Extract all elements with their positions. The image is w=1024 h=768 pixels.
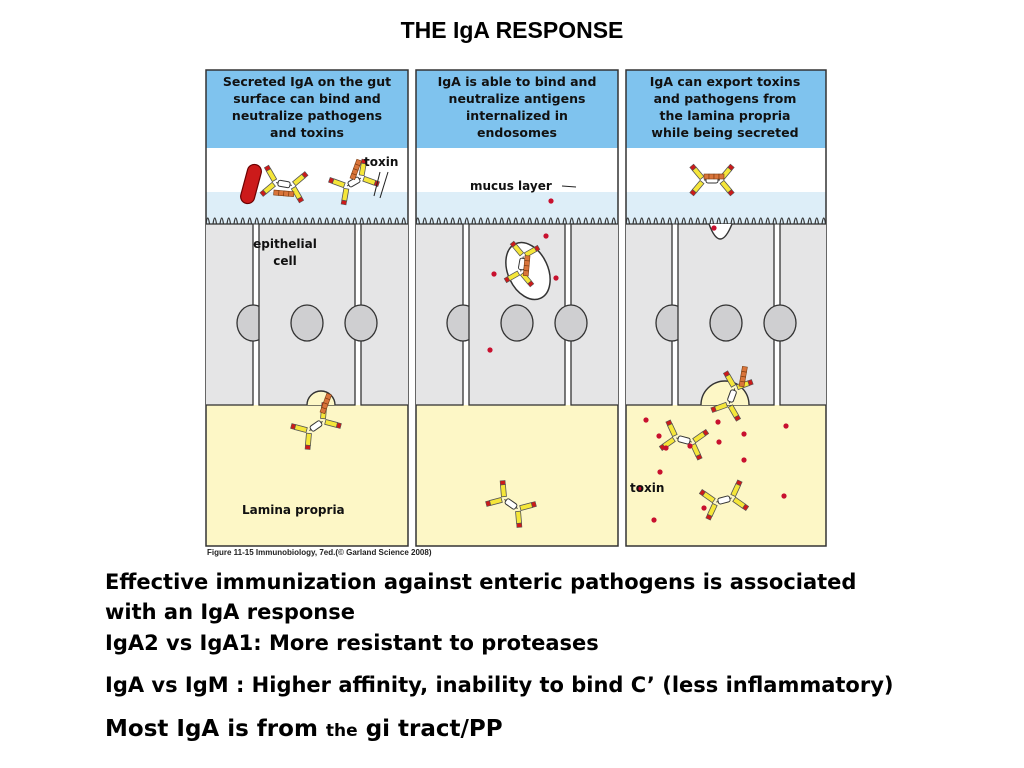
iga-antibody-icon: [259, 164, 309, 204]
iga-antibody-icon: [328, 158, 380, 206]
toxin-dot: [741, 457, 747, 463]
iga-antibody-icon: [710, 370, 754, 422]
toxin-dot: [637, 485, 643, 491]
slide-title: THE IgA RESPONSE: [400, 17, 624, 43]
epithelial-cell: [570, 223, 618, 406]
nucleus: [554, 304, 588, 342]
panel-2-lumen: [416, 148, 618, 192]
text-line-most-iga: Most IgA is from the gi tract/PP: [105, 716, 503, 742]
toxin-dot: [487, 347, 493, 353]
microvilli: [626, 217, 826, 225]
iga-antibody-icon: [698, 479, 750, 521]
toxin-dot: [783, 423, 789, 429]
panel3-header-line3: the lamina propria: [660, 108, 791, 123]
text-line-most-iga-part2: the: [325, 721, 358, 741]
toxin-dot: [543, 233, 549, 239]
toxin-dot: [781, 493, 787, 499]
toxin-dot: [687, 443, 693, 449]
panel-2-epithelium: [416, 217, 618, 406]
text-line-iga-vs-igm: IgA vs IgM : Higher affinity, inability …: [105, 673, 894, 697]
toxin-label-bottom: toxin: [630, 481, 664, 495]
epithelial-cell-label-line2: cell: [273, 254, 296, 268]
nucleus: [763, 304, 797, 342]
panel2-header-line3: internalized in: [466, 108, 568, 123]
nucleus: [344, 304, 378, 342]
toxin-dot: [657, 469, 663, 475]
panel2-header-line4: endosomes: [477, 125, 557, 140]
toxin-dot: [741, 431, 747, 437]
secretory-component-icon: [703, 173, 725, 180]
toxin-dot: [656, 433, 662, 439]
iga-antibody-icon: [290, 402, 342, 450]
microvilli: [206, 217, 407, 225]
lamina-propria-label: Lamina propria: [242, 503, 345, 517]
secretory-component-icon: [273, 189, 295, 198]
secretory-component-icon: [349, 158, 362, 181]
toxin-dot: [491, 271, 497, 277]
iga-response-figure: Secreted IgA on the gut surface can bind…: [204, 68, 828, 550]
panel-1-epithelium: [206, 217, 408, 406]
panel2-header-line1: IgA is able to bind and: [438, 74, 597, 89]
panel-3-epithelium: [626, 217, 826, 406]
figure-caption: Figure 11-15 Immunobiology, 7ed.(© Garla…: [207, 548, 432, 557]
panel1-header-line1: Secreted IgA on the gut: [223, 74, 391, 89]
nucleus: [290, 304, 324, 342]
microvilli: [416, 217, 617, 225]
iga-antibody-icon: [485, 480, 537, 528]
iga-antibody-icon: [658, 419, 710, 461]
toxin-dot: [701, 505, 707, 511]
toxin-label-top: toxin: [364, 155, 398, 169]
panel1-header-line3: neutralize pathogens: [232, 108, 382, 123]
panel-1-mucus: [206, 192, 408, 224]
panel1-header-line4: and toxins: [270, 125, 344, 140]
panel-1-header: [206, 70, 408, 148]
panel1-header-line2: surface can bind and: [233, 91, 380, 106]
toxin-dot: [711, 225, 717, 231]
toxin-dot: [643, 417, 649, 423]
toxin-dot: [548, 198, 554, 204]
panel3-header-line1: IgA can export toxins: [650, 74, 801, 89]
nucleus: [709, 304, 743, 342]
panel-3-mucus: [626, 192, 826, 224]
toxin-dot: [663, 445, 669, 451]
panel-2-mucus: [416, 192, 618, 224]
mucus-layer-label: mucus layer: [470, 179, 552, 193]
text-line-most-iga-part1: Most IgA is from: [105, 716, 326, 742]
panel-3-header: [626, 70, 826, 148]
panel-3-lamina-propria: [626, 405, 826, 546]
toxin-dot: [651, 517, 657, 523]
panel3-header-line2: and pathogens from: [654, 91, 797, 106]
epithelial-cell-label-line1: epithelial: [253, 237, 317, 251]
text-line-iga2-vs-iga1: IgA2 vs IgA1: More resistant to protease…: [105, 631, 599, 655]
toxin-dot: [715, 419, 721, 425]
pathogen-icon: [240, 163, 262, 205]
text-line-immunization: Effective immunization against enteric p…: [105, 570, 857, 624]
toxin-dot: [716, 439, 722, 445]
panel-1-lamina-propria: [206, 405, 408, 546]
nucleus: [500, 304, 534, 342]
secretory-component-icon: [319, 392, 332, 415]
panel-2-header: [416, 70, 618, 148]
panel3-header-line4: while being secreted: [651, 125, 798, 140]
secretory-component-icon: [738, 365, 748, 388]
text-line-most-iga-part3: gi tract/PP: [357, 716, 503, 742]
toxin-dot: [553, 275, 559, 281]
secretory-component-icon: [522, 255, 531, 277]
panel2-header-line2: neutralize antigens: [449, 91, 586, 106]
